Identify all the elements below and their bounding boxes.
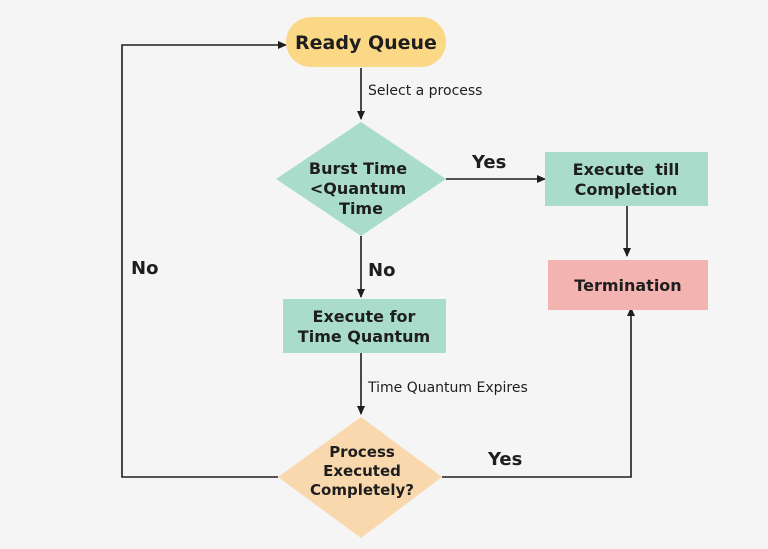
termination-node [548, 260, 708, 310]
ready-queue-label: Ready Queue [295, 32, 437, 54]
execute-till-completion-node [545, 152, 708, 206]
burst-time-decision [276, 122, 446, 236]
edge-label-quantum-expires: Time Quantum Expires [367, 380, 528, 396]
ready-queue-node [286, 17, 446, 67]
execute-completion-line-1: Execute till [573, 160, 680, 179]
burst-time-line-1: Burst Time [309, 159, 407, 178]
burst-time-line-2: <Quantum [310, 179, 406, 198]
arrow-process-check-to-termination [442, 307, 635, 478]
process-executed-decision [278, 417, 442, 538]
execute-quantum-line-1: Execute for [313, 307, 416, 326]
process-check-line-1: Process [329, 443, 395, 461]
arrow-process-check-back-to-ready-queue [121, 41, 287, 478]
edge-label-burst-yes: Yes [471, 152, 506, 173]
connectors [121, 41, 635, 478]
execute-for-time-quantum-node [283, 299, 446, 353]
termination-label: Termination [574, 276, 681, 295]
edge-label-burst-no: No [368, 260, 395, 281]
burst-time-line-3: Time [339, 199, 383, 218]
edge-label-process-no: No [131, 258, 158, 279]
edge-label-select-process: Select a process [368, 83, 482, 99]
execute-quantum-line-2: Time Quantum [298, 327, 430, 346]
process-check-line-3: Completely? [310, 481, 414, 499]
execute-completion-line-2: Completion [575, 180, 678, 199]
process-check-line-2: Executed [323, 462, 401, 480]
edge-label-process-yes: Yes [487, 449, 522, 470]
